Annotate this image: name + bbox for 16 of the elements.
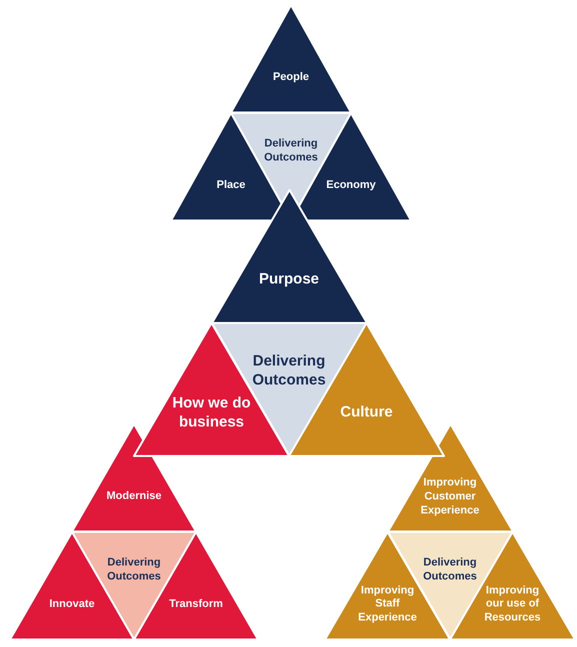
segment-label: Economy xyxy=(325,178,377,192)
center-label: Delivering Outcomes xyxy=(263,137,319,165)
segment-label: Improving Staff Experience xyxy=(357,584,418,626)
segment-label: Place xyxy=(216,178,246,192)
segment-label: How we do business xyxy=(171,394,252,432)
segment-label: Modernise xyxy=(105,490,162,504)
segment-label: People xyxy=(272,71,310,85)
segment-label: Culture xyxy=(339,404,394,423)
center-label: Delivering Outcomes xyxy=(422,556,478,584)
center-label: Delivering Outcomes xyxy=(251,352,327,390)
segment-label: Improving Customer Experience xyxy=(420,476,480,518)
center-label: Delivering Outcomes xyxy=(106,556,162,584)
segment-label: Transform xyxy=(168,598,224,612)
segment-label: Innovate xyxy=(48,598,96,612)
segment-label: Purpose xyxy=(258,271,320,290)
segment-label: Improving our use of Resources xyxy=(483,584,542,626)
